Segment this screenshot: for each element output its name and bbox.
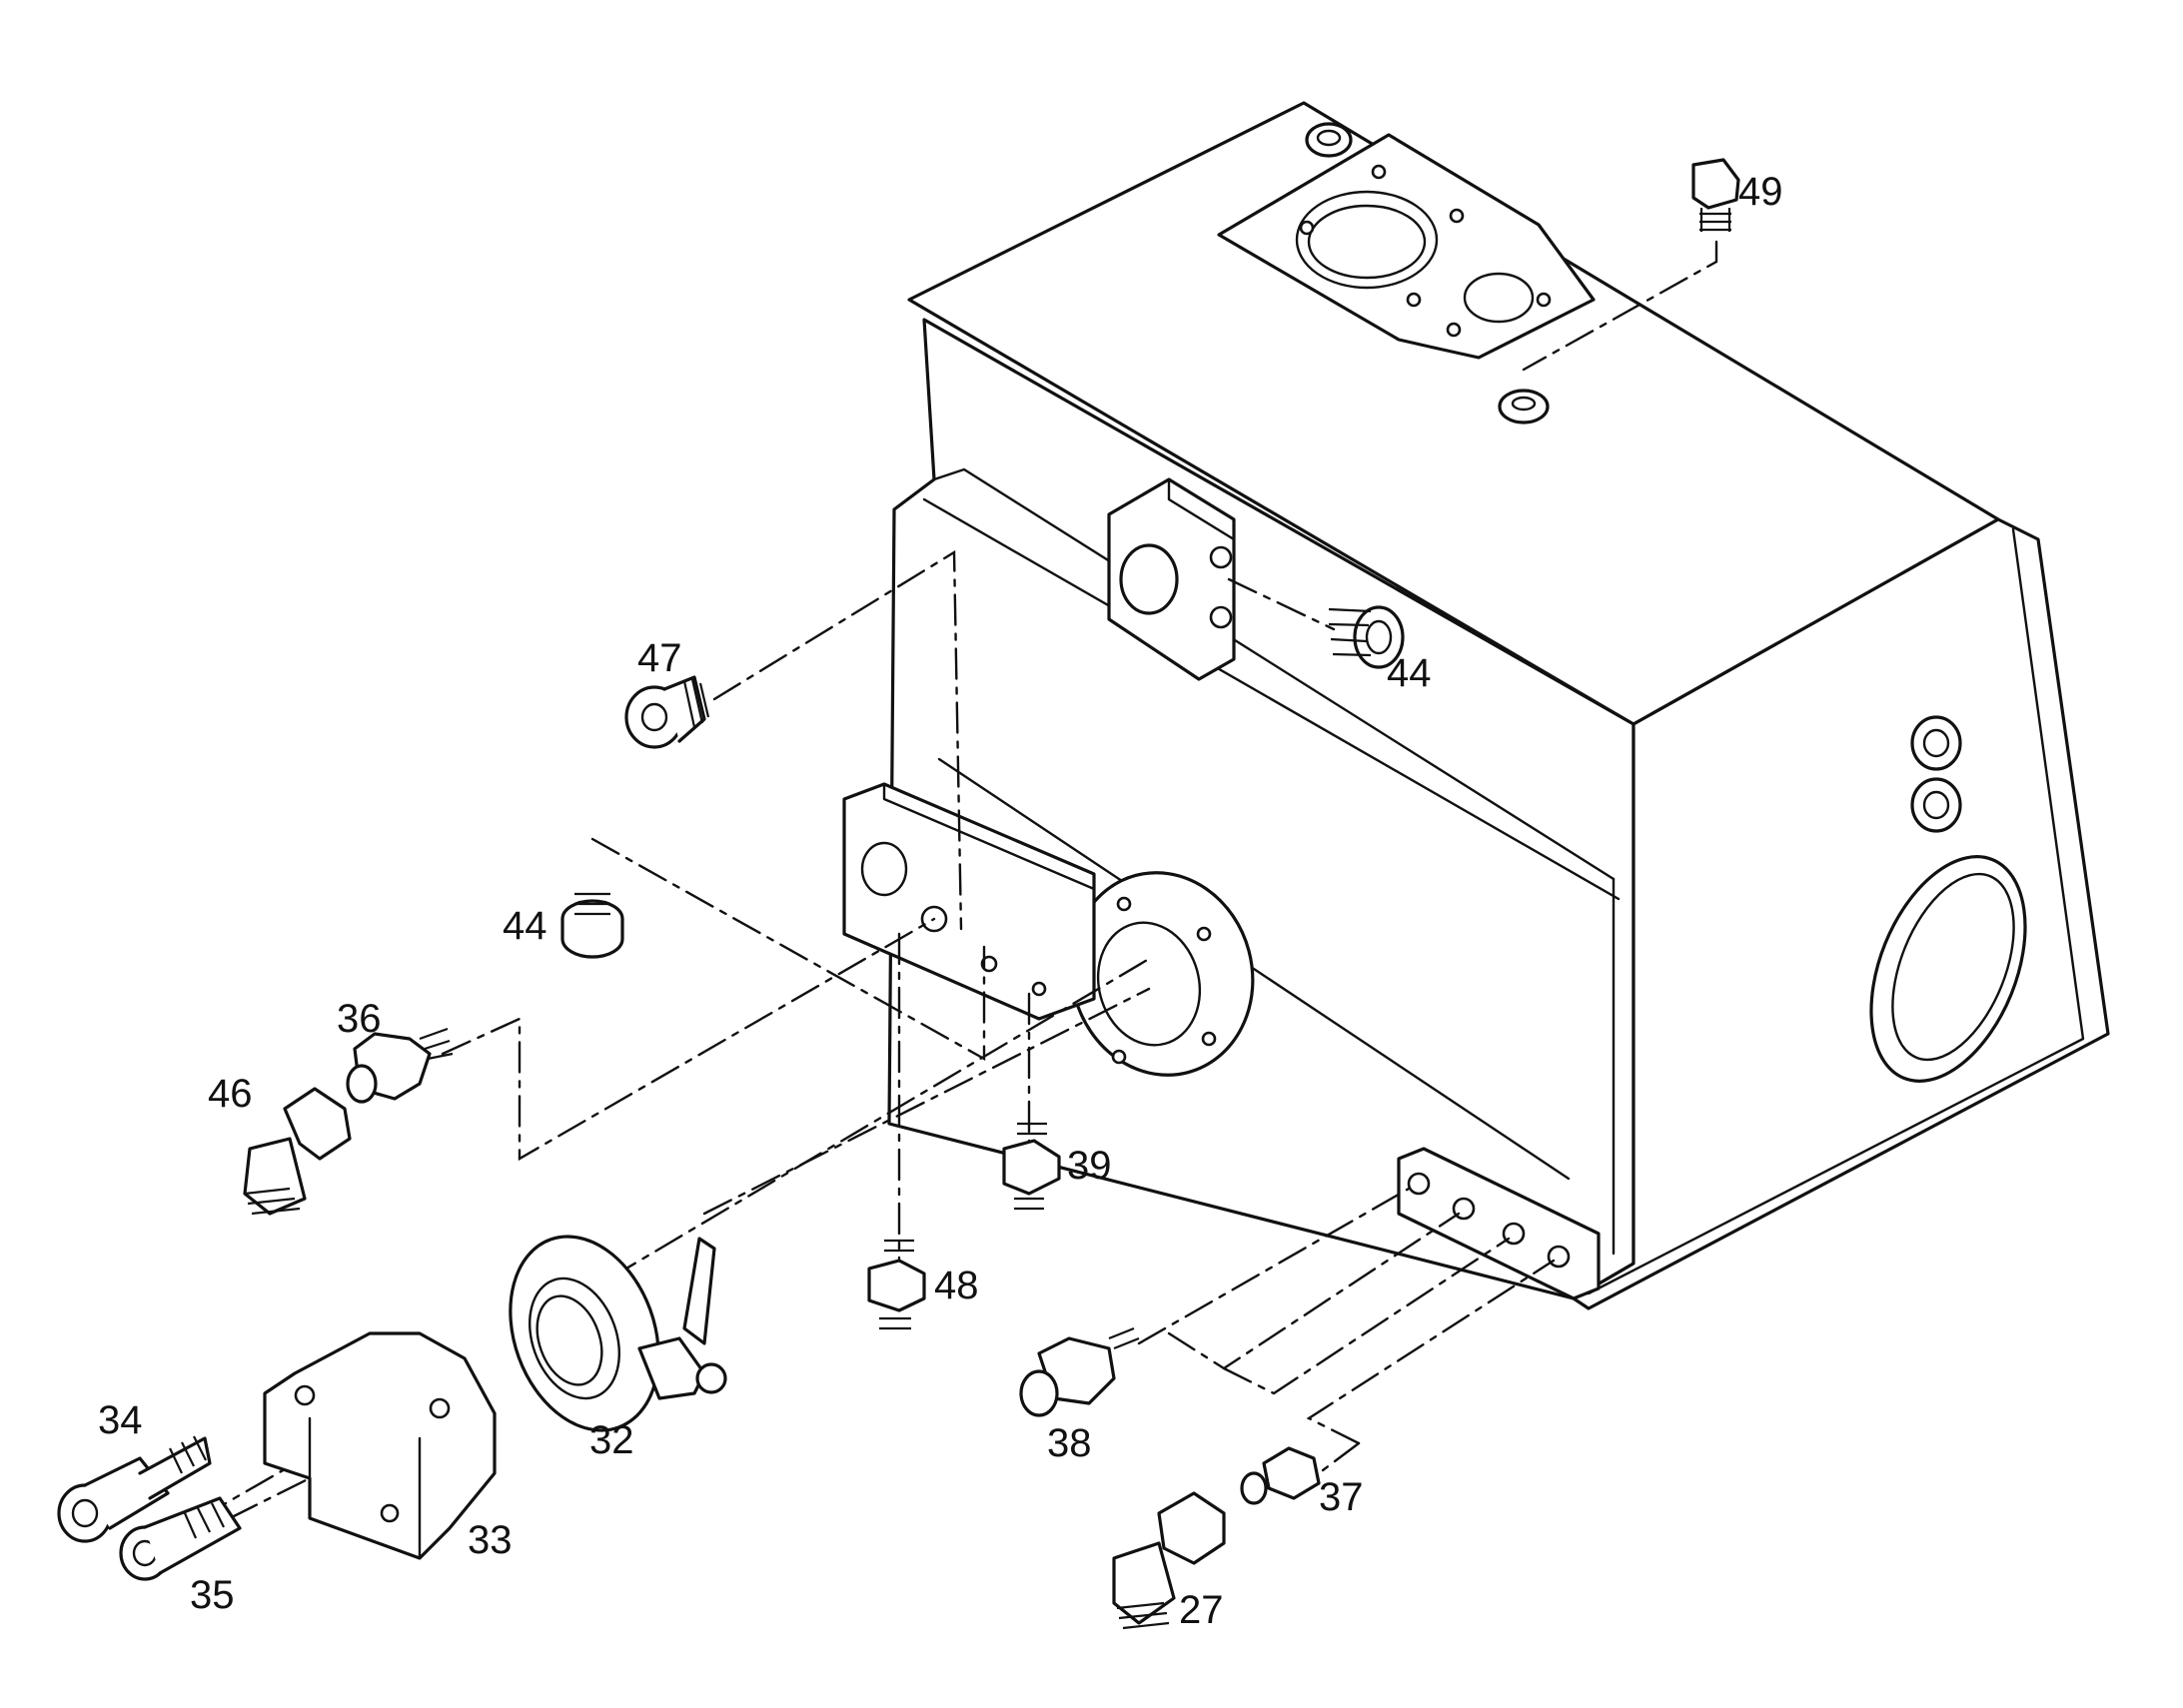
part-36-nipple — [346, 1027, 454, 1104]
part-32-valve — [509, 1235, 727, 1432]
part-33-housing — [263, 1331, 497, 1560]
part-34-bolt — [57, 1435, 212, 1543]
callout-44-upper: 44 — [1387, 651, 1432, 695]
part-48-fitting — [867, 1239, 926, 1330]
end-face-opening — [1869, 855, 2027, 1083]
part-44-lower-plug — [560, 892, 624, 959]
callout-48: 48 — [934, 1264, 979, 1307]
callout-34: 34 — [98, 1398, 143, 1442]
part-35-bolt — [119, 1496, 242, 1581]
callout-36: 36 — [337, 997, 382, 1041]
leader-lines — [198, 240, 1718, 1520]
callout-37: 37 — [1319, 1475, 1364, 1519]
part-49-plug — [1691, 158, 1740, 232]
part-44-upper-plug — [1328, 605, 1405, 669]
callout-32: 32 — [589, 1418, 634, 1462]
callout-27: 27 — [1179, 1588, 1224, 1632]
part-47-plug — [624, 675, 710, 749]
part-46-elbow — [243, 1087, 352, 1216]
callout-47: 47 — [637, 636, 682, 680]
callout-35: 35 — [190, 1573, 235, 1617]
callout-49: 49 — [1738, 170, 1783, 214]
housing-end-face — [1572, 517, 2110, 1310]
top-flange — [1217, 133, 1596, 360]
part-39-fitting — [1002, 1122, 1061, 1211]
part-38-fitting — [1019, 1326, 1140, 1417]
callout-38: 38 — [1047, 1421, 1092, 1465]
callout-46: 46 — [208, 1072, 253, 1116]
callout-labels: 49 47 44 44 36 46 39 48 38 37 27 34 35 3… — [98, 170, 1783, 1632]
callout-33: 33 — [468, 1518, 513, 1562]
callout-39: 39 — [1067, 1144, 1112, 1188]
callout-44-lower: 44 — [503, 904, 547, 948]
housing — [842, 101, 2110, 1310]
part-37-nipple — [1240, 1446, 1321, 1505]
part-27-elbow — [1112, 1491, 1226, 1630]
